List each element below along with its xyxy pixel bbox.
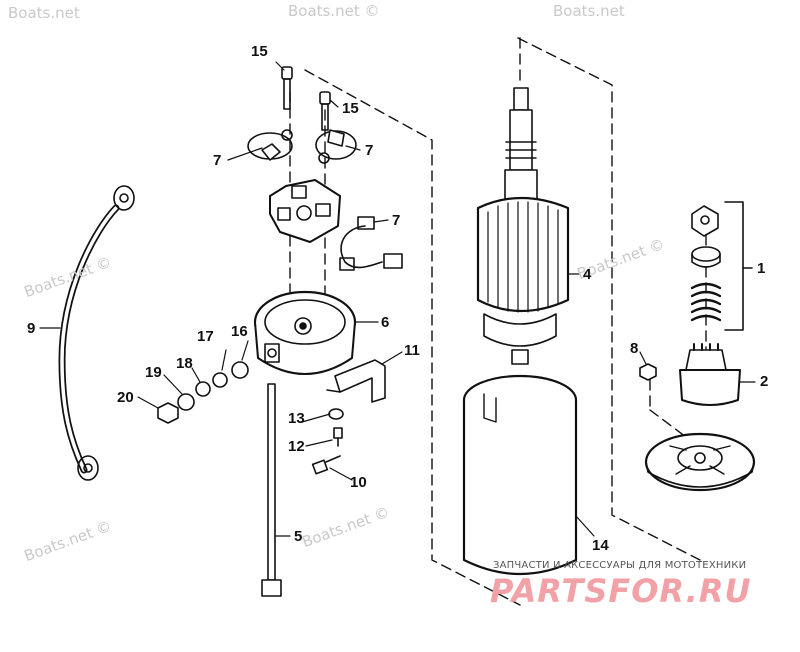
callout-10: 10 [350,474,367,491]
brush-lead-wire [339,216,403,271]
callout-4: 4 [583,266,592,283]
screw-top-left [281,66,293,110]
brush-holder [269,179,341,243]
callout-20: 20 [117,389,134,406]
callout-17: 17 [197,328,214,345]
through-bolt [261,383,282,597]
callout-7: 7 [213,152,222,169]
callout-12: 12 [288,438,305,455]
callout-6: 6 [381,314,390,331]
callout-8: 8 [630,340,639,357]
washer-18 [195,381,211,397]
callout-9: 9 [27,320,36,337]
callout-15: 15 [251,43,268,60]
callout-19: 19 [145,364,162,381]
anti-drift-spring [690,282,722,322]
screw-top-right [319,91,331,131]
mounting-bracket [326,359,386,403]
battery-cable [58,185,135,481]
brush-spring-left [247,132,293,161]
drive-pinion [679,343,741,406]
screw-10 [311,455,341,475]
part-1-group-bracket [724,201,753,331]
drive-end-plate [644,432,756,492]
callout-16: 16 [231,323,248,340]
armature [476,87,570,365]
watermark: Boats.net [8,4,80,22]
callout-leader-lines [39,61,756,537]
callout-15: 15 [342,100,359,117]
callout-2: 2 [760,373,769,390]
washer-13 [328,408,344,420]
watermark: Boats.net © [288,2,380,20]
drive-collar [691,246,721,268]
callout-5: 5 [294,528,303,545]
screw-8 [639,363,657,381]
callout-18: 18 [176,355,193,372]
screw-12 [333,427,343,447]
callout-7: 7 [392,212,401,229]
washer-left [281,129,293,141]
shop-logo: PARTSFOR.RU [490,572,752,610]
shop-tagline: ЗАПЧАСТИ И АКСЕССУАРЫ ДЛЯ МОТОТЕХНИКИ [493,560,747,571]
drive-nut [691,205,719,237]
callout-7: 7 [365,142,374,159]
washer-17 [212,372,228,388]
brush-spring-right [315,129,357,160]
nut-20 [157,402,179,424]
field-frame [462,374,578,575]
callout-14: 14 [592,537,609,554]
callout-13: 13 [288,410,305,427]
lockwasher-19 [177,393,195,411]
washer-16 [231,361,249,379]
end-cap [253,290,357,375]
watermark: Boats.net [553,2,625,20]
callout-1: 1 [757,260,766,277]
callout-11: 11 [404,342,420,359]
washer-right [318,152,330,164]
